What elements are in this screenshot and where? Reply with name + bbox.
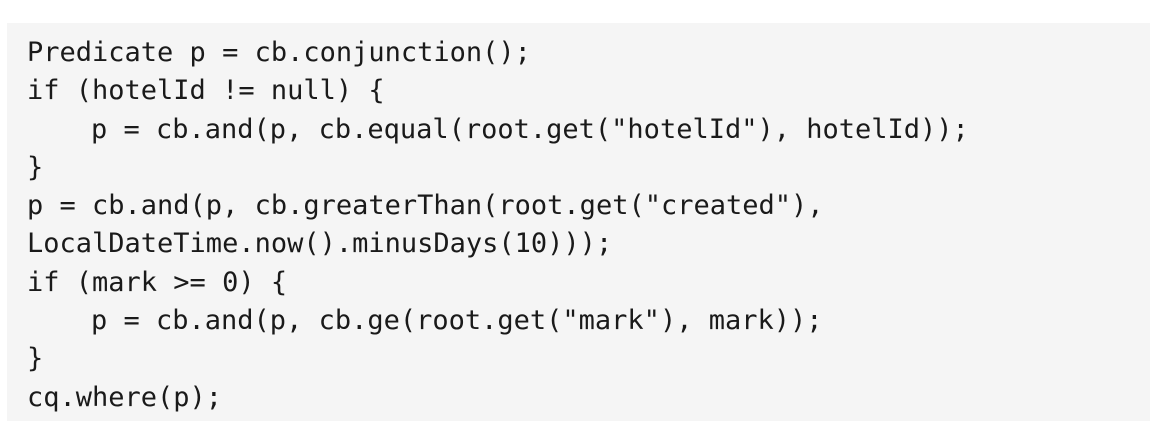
code-block: Predicate p = cb.conjunction(); if (hote… (7, 23, 1150, 421)
code-line-9: } (27, 343, 44, 375)
code-line-7: if (mark >= 0) { (27, 266, 288, 298)
code-line-10: cq.where(p); (27, 381, 223, 413)
code-line-4: } (27, 151, 44, 183)
code-line-6: LocalDateTime.now().minusDays(10))); (27, 228, 613, 260)
code-line-2: if (hotelId != null) { (27, 75, 385, 107)
code-line-8: p = cb.and(p, cb.ge(root.get("mark"), ma… (91, 305, 823, 337)
code-line-1: Predicate p = cb.conjunction(); (27, 37, 531, 68)
code-line-5: p = cb.and(p, cb.greaterThan(root.get("c… (27, 190, 824, 222)
code-line-3: p = cb.and(p, cb.equal(root.get("hotelId… (91, 113, 969, 145)
